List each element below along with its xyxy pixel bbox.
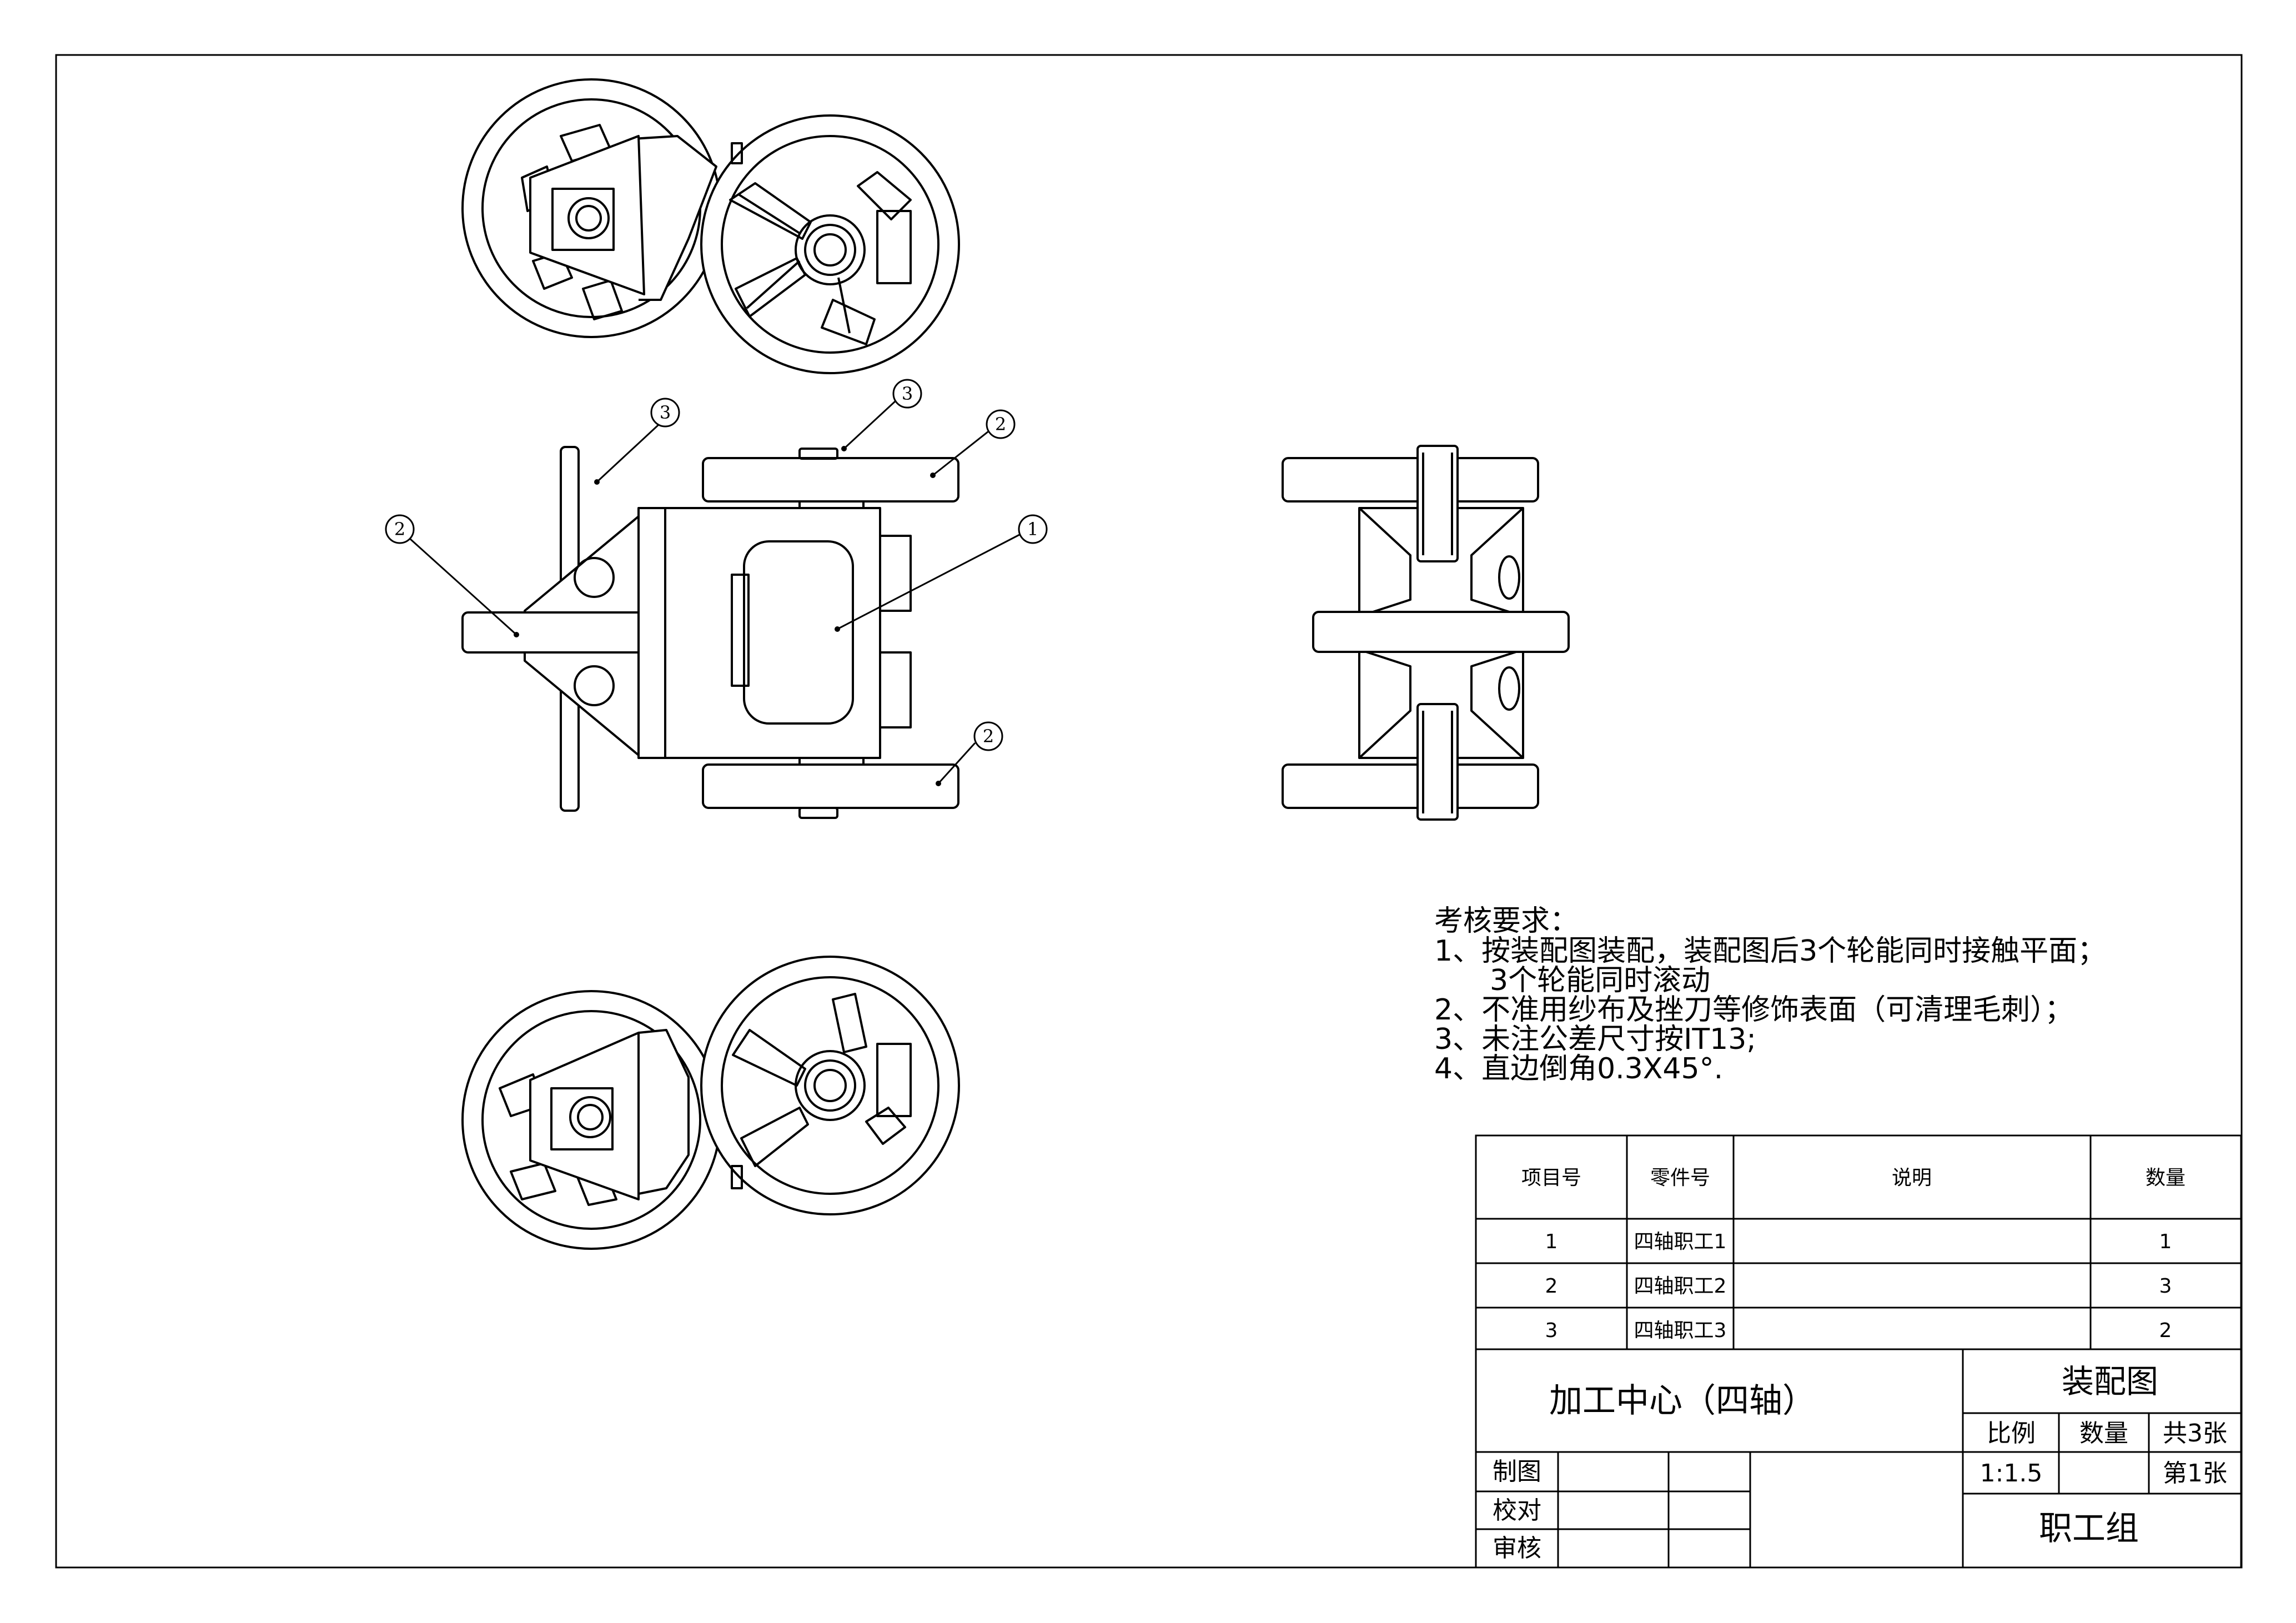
bom-cell: 1 bbox=[2159, 1230, 2172, 1253]
bom-cell: 四轴职工3 bbox=[1634, 1319, 1727, 1342]
bom-cell: 四轴职工1 bbox=[1634, 1230, 1727, 1253]
requirement-line: 2、不准用纱布及挫刀等修饰表面（可清理毛刺）； bbox=[1434, 993, 2073, 1027]
requirement-line: 4、直边倒角0.3X45°. bbox=[1434, 1052, 1723, 1086]
bom-header-qty: 数量 bbox=[2146, 1167, 2186, 1189]
requirement-line: 3个轮能同时滚动 bbox=[1490, 964, 1710, 997]
drawing-frame bbox=[55, 54, 2243, 1569]
scale-value: 1:1.5 bbox=[1980, 1459, 2043, 1488]
bom-cell: 四轴职工2 bbox=[1634, 1275, 1727, 1298]
bom-cell: 3 bbox=[1545, 1319, 1558, 1342]
requirements-notes: 考核要求： 1、按装配图装配，装配图后3个轮能同时接触平面； 3个轮能同时滚动 … bbox=[1434, 905, 2106, 1086]
sheet-number: 第1张 bbox=[2163, 1459, 2227, 1488]
drawing-type: 装配图 bbox=[2062, 1363, 2158, 1400]
balloon-label: 2 bbox=[394, 519, 405, 540]
requirement-line: 1、按装配图装配，装配图后3个轮能同时接触平面； bbox=[1434, 934, 2106, 968]
bom-header-item: 项目号 bbox=[1521, 1167, 1581, 1189]
bom-header-part: 零件号 bbox=[1650, 1167, 1710, 1189]
bom-header-desc: 说明 bbox=[1892, 1167, 1932, 1189]
qty-label: 数量 bbox=[2079, 1419, 2128, 1448]
balloon-label: 1 bbox=[1027, 519, 1038, 540]
requirements-heading: 考核要求： bbox=[1434, 905, 1579, 938]
balloon-label: 2 bbox=[995, 414, 1006, 435]
bom-cell: 2 bbox=[1545, 1275, 1558, 1298]
title-block bbox=[1475, 1348, 2242, 1569]
group-name: 职工组 bbox=[2039, 1509, 2139, 1548]
balloon-label: 3 bbox=[902, 383, 913, 404]
side-view bbox=[1282, 445, 1570, 821]
balloon-label: 3 bbox=[660, 402, 671, 423]
top-view bbox=[461, 78, 960, 374]
balloon-label: 2 bbox=[983, 726, 994, 747]
balloon-group bbox=[385, 379, 1048, 785]
requirement-line: 3、未注公差尺寸按IT13; bbox=[1434, 1023, 1756, 1056]
bom-cell: 3 bbox=[2159, 1275, 2172, 1298]
bottom-view bbox=[461, 956, 960, 1250]
total-sheets: 共3张 bbox=[2163, 1419, 2227, 1448]
scale-label: 比例 bbox=[1987, 1419, 2036, 1448]
project-title: 加工中心（四轴） bbox=[1549, 1381, 1816, 1420]
bom-cell: 2 bbox=[2159, 1319, 2172, 1342]
reviewed-label: 审核 bbox=[1493, 1534, 1541, 1562]
front-view bbox=[461, 446, 959, 819]
checked-label: 校对 bbox=[1493, 1496, 1541, 1525]
bom-cell: 1 bbox=[1545, 1230, 1558, 1253]
drawn-label: 制图 bbox=[1493, 1458, 1541, 1486]
